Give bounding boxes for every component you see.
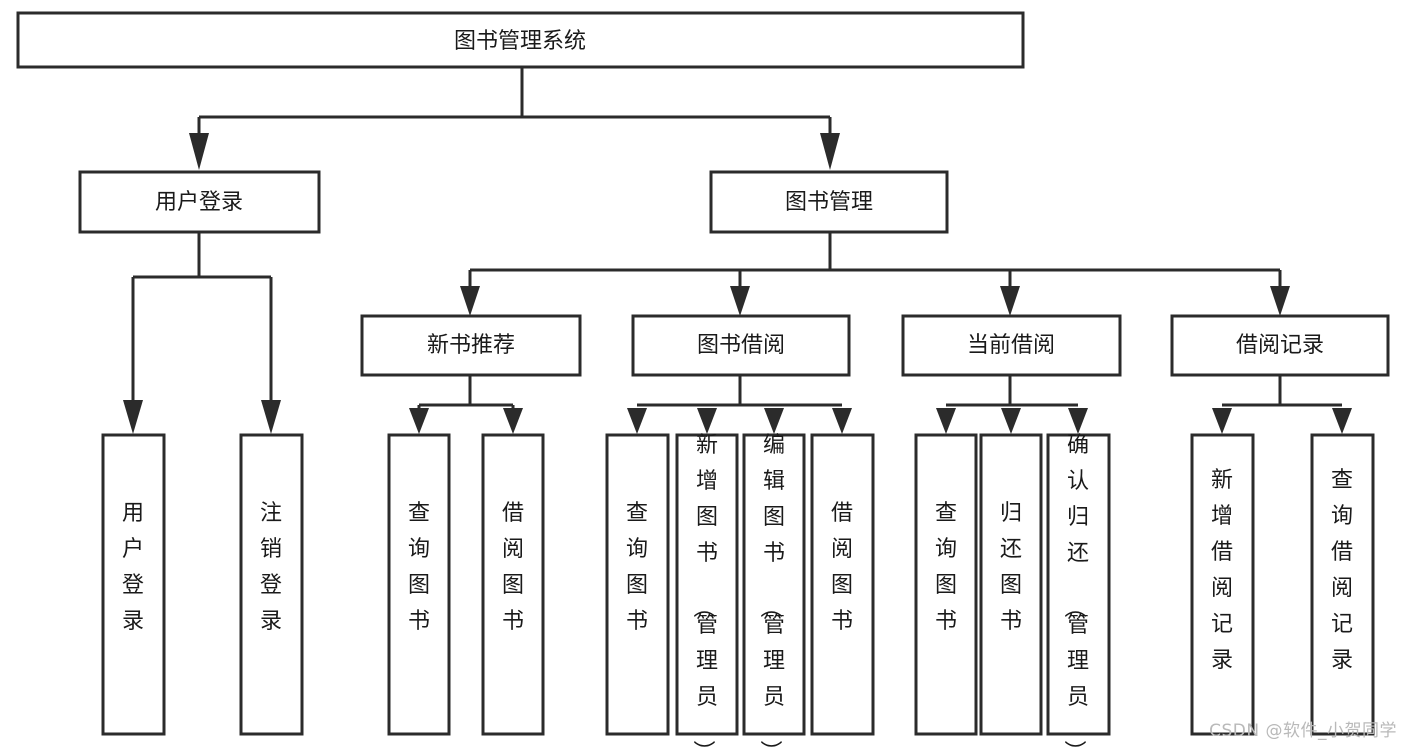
node-borrow-record-box[interactable] <box>1170 314 1390 377</box>
leaf-borrow-record-2-box[interactable] <box>1310 433 1375 736</box>
node-root-box[interactable] <box>16 11 1025 69</box>
leaf-borrow-record-1-box[interactable] <box>1190 433 1255 736</box>
leaf-current-borrow-3-box[interactable] <box>1046 433 1111 736</box>
leaf-user-login-1-box[interactable] <box>101 433 166 736</box>
node-root-system[interactable]: 图书管理系统 <box>16 11 1025 69</box>
arrowhead-borrowrecord-leaf-1 <box>1212 408 1232 434</box>
node-user-login-box[interactable] <box>78 170 321 234</box>
node-new-book-recommend-label: 新书推荐 <box>427 333 515 358</box>
arrowhead-bookborrow-leaf-3 <box>764 408 784 434</box>
node-current-borrow[interactable]: 当前借阅 <box>901 314 1122 377</box>
leaf-user-login-2-label: 注销登录 <box>260 501 282 634</box>
leaf-book-borrow-3-box[interactable] <box>742 433 806 736</box>
leaf-current-borrow-3-label: 确认归还（管理员） <box>1061 433 1089 747</box>
leaf-book-borrow-2-box[interactable] <box>675 433 739 736</box>
node-current-borrow-label: 当前借阅 <box>967 333 1055 358</box>
arrowhead-to-borrow-record <box>1270 286 1290 316</box>
node-book-management-box[interactable] <box>709 170 949 234</box>
arrowhead-to-current-borrow <box>1000 286 1020 316</box>
node-user-login[interactable]: 用户登录 <box>78 170 321 234</box>
leaf-book-borrow-3-label: 编辑图书（管理员） <box>757 433 785 747</box>
arrowhead-login-leaf-2 <box>261 400 281 434</box>
arrowhead-currentborrow-leaf-2 <box>1001 408 1021 434</box>
leaf-current-borrow-2-box[interactable] <box>979 433 1043 736</box>
leaf-new-book-2-box[interactable] <box>481 433 545 736</box>
leaf-book-borrow-4-box[interactable] <box>810 433 875 736</box>
leaf-book-borrow-4-label: 借阅图书 <box>831 501 853 634</box>
leaf-book-borrow-1-box[interactable] <box>605 433 670 736</box>
leaf-current-borrow-3[interactable]: 确认归还（管理员） <box>1046 433 1111 747</box>
arrowhead-to-book-borrow <box>730 286 750 316</box>
arrowhead-login-leaf-1 <box>123 400 143 434</box>
node-book-management-label: 图书管理 <box>785 190 873 215</box>
arrowhead-newbook-leaf-2 <box>503 408 523 434</box>
node-book-management[interactable]: 图书管理 <box>709 170 949 234</box>
leaf-borrow-record-1[interactable]: 新增借阅记录 <box>1190 433 1255 736</box>
leaf-borrow-record-1-label: 新增借阅记录 <box>1211 468 1233 673</box>
arrowhead-bookborrow-leaf-1 <box>627 408 647 434</box>
node-user-login-label: 用户登录 <box>155 190 243 215</box>
arrowhead-bookborrow-leaf-2 <box>697 408 717 434</box>
node-new-book-recommend[interactable]: 新书推荐 <box>360 314 582 377</box>
arrowhead-to-user-login <box>189 133 209 170</box>
leaf-current-borrow-1-label: 查询图书 <box>935 501 957 634</box>
leaf-new-book-1[interactable]: 查询图书 <box>387 433 451 736</box>
leaf-new-book-1-box[interactable] <box>387 433 451 736</box>
leaf-current-borrow-2[interactable]: 归还图书 <box>979 433 1043 736</box>
leaf-book-borrow-1[interactable]: 查询图书 <box>605 433 670 736</box>
arrowhead-currentborrow-leaf-3 <box>1068 408 1088 434</box>
leaf-book-borrow-2[interactable]: 新增图书（管理员） <box>675 433 739 747</box>
leaf-new-book-2-label: 借阅图书 <box>502 501 524 634</box>
leaf-user-login-1-label: 用户登录 <box>122 501 144 634</box>
node-book-borrow[interactable]: 图书借阅 <box>631 314 851 377</box>
leaf-borrow-record-2-label: 查询借阅记录 <box>1331 468 1353 673</box>
leaf-new-book-2[interactable]: 借阅图书 <box>481 433 545 736</box>
leaf-current-borrow-2-label: 归还图书 <box>1000 501 1022 634</box>
leaf-current-borrow-1-box[interactable] <box>914 433 978 736</box>
leaf-user-login-2-box[interactable] <box>239 433 304 736</box>
leaf-borrow-record-2[interactable]: 查询借阅记录 <box>1310 433 1375 736</box>
node-current-borrow-box[interactable] <box>901 314 1122 377</box>
arrowhead-to-new-book <box>460 286 480 316</box>
connector-layer <box>123 67 1352 434</box>
arrowhead-bookborrow-leaf-4 <box>832 408 852 434</box>
leaf-current-borrow-1[interactable]: 查询图书 <box>914 433 978 736</box>
node-book-borrow-box[interactable] <box>631 314 851 377</box>
leaf-book-borrow-2-label: 新增图书（管理员） <box>690 433 718 747</box>
node-book-borrow-label: 图书借阅 <box>697 333 785 358</box>
leaf-user-login-2[interactable]: 注销登录 <box>239 433 304 736</box>
leaf-book-borrow-4[interactable]: 借阅图书 <box>810 433 875 736</box>
leaf-user-login-1[interactable]: 用户登录 <box>101 433 166 736</box>
node-new-book-recommend-box[interactable] <box>360 314 582 377</box>
arrowhead-newbook-leaf-1 <box>409 408 429 434</box>
leaf-book-borrow-3[interactable]: 编辑图书（管理员） <box>742 433 806 747</box>
arrowhead-to-book-management <box>820 133 840 170</box>
node-borrow-record-label: 借阅记录 <box>1236 333 1324 358</box>
node-root-label: 图书管理系统 <box>454 29 586 54</box>
node-borrow-record[interactable]: 借阅记录 <box>1170 314 1390 377</box>
leaf-book-borrow-1-label: 查询图书 <box>626 501 648 634</box>
leaf-new-book-1-label: 查询图书 <box>408 501 430 634</box>
arrowhead-currentborrow-leaf-1 <box>936 408 956 434</box>
arrowhead-borrowrecord-leaf-2 <box>1332 408 1352 434</box>
